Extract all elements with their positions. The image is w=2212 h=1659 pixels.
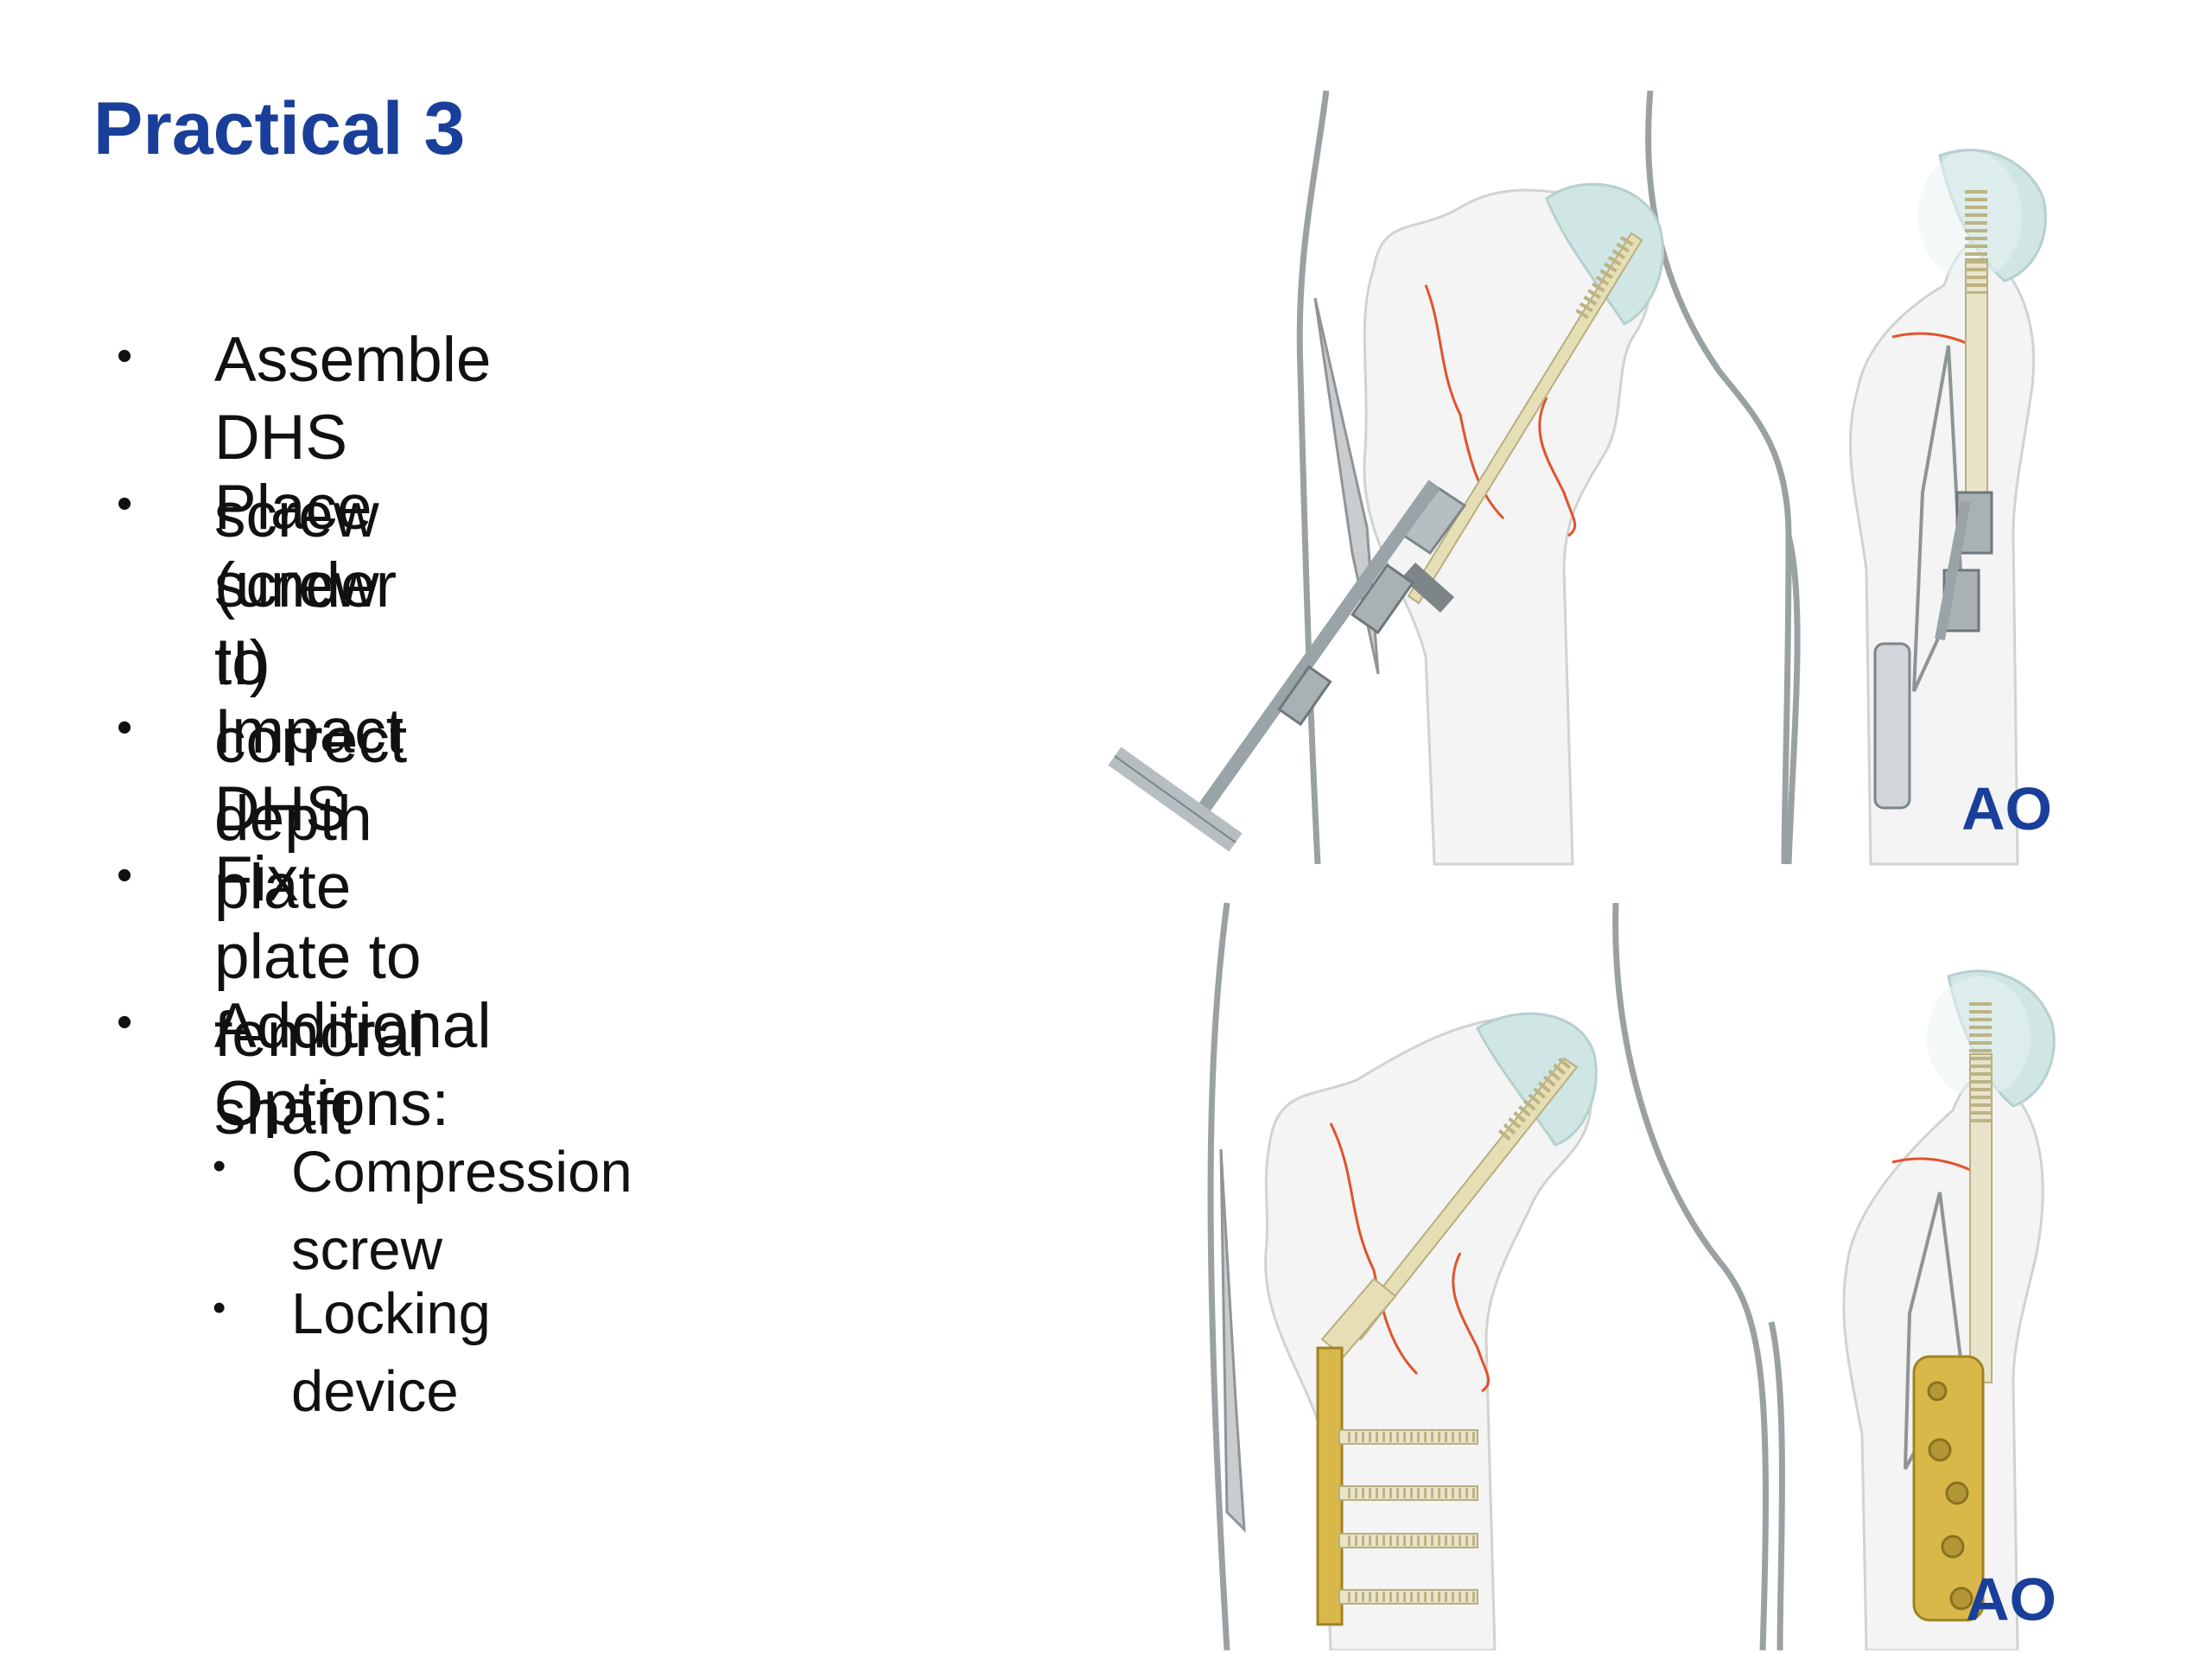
dhs-illustration: AO bbox=[1108, 90, 2056, 1650]
slide-title: Practical 3 bbox=[93, 87, 466, 170]
bullet-assemble-dhs-screw: Assemble DHS screw bbox=[214, 325, 492, 550]
bullet-fix-plate: Fix plate to femoral shaft bbox=[214, 844, 425, 1147]
panel-bottom-right: AO bbox=[1768, 969, 2056, 1650]
bullet-place-screw: Place screw to correct depth bbox=[214, 473, 408, 854]
bullet-marker: • bbox=[117, 331, 133, 381]
panel-top-right: AO bbox=[1785, 149, 2052, 866]
bullet-marker: • bbox=[117, 997, 133, 1047]
sub-bullet-marker: • bbox=[213, 1287, 226, 1329]
bullet-marker: • bbox=[117, 850, 133, 900]
sub-bullet-marker: • bbox=[213, 1145, 226, 1187]
panel-top-left bbox=[1108, 90, 1792, 866]
ao-logo-top: AO bbox=[1961, 775, 2052, 842]
ao-logo-bottom: AO bbox=[1966, 1566, 2056, 1633]
bullet-marker: • bbox=[117, 479, 133, 529]
bullet-marker: • bbox=[117, 702, 133, 753]
panel-bottom-left bbox=[1207, 902, 1769, 1650]
bullet-additional-options: Additional Options: bbox=[214, 991, 492, 1139]
bullet-impact-dhs-plate: Impact DHS plate bbox=[214, 696, 404, 922]
sub-bullet-locking-device: Locking device bbox=[291, 1281, 491, 1424]
bullet-place-screw-continuation: (under II) bbox=[214, 550, 397, 698]
sub-bullet-compression-screw: Compression screw bbox=[291, 1140, 632, 1282]
